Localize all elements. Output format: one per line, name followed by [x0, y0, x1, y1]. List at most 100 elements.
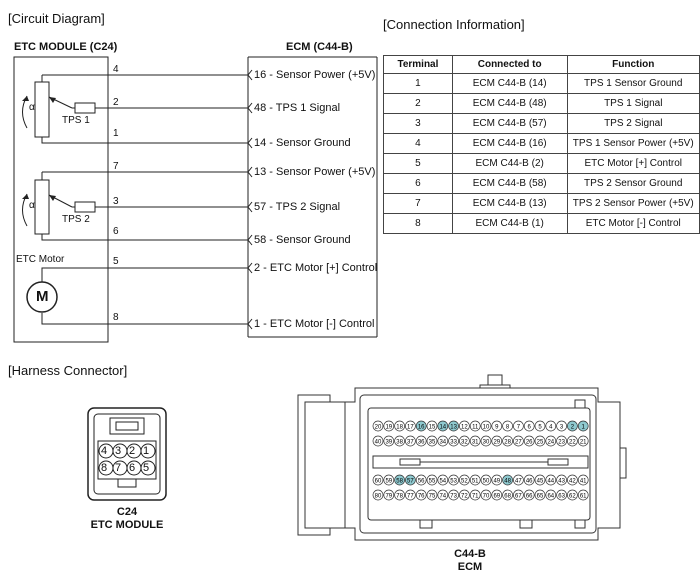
c44b-pin-number: 71: [472, 493, 479, 499]
c44b-pin: [394, 435, 405, 447]
c44b-pin-number: 5: [538, 424, 542, 430]
c44b-pin: [426, 435, 438, 447]
table-cell: ETC Motor [-] Control: [566, 213, 700, 234]
c44b-pin-number: 63: [558, 493, 565, 499]
alpha-1: α: [29, 102, 35, 113]
c44b-pin-number: 15: [429, 424, 436, 430]
c44b-pin: [513, 435, 524, 447]
c44b-pin-number: 40: [375, 439, 382, 445]
c44b-pin: [556, 489, 567, 501]
c44b-pin-number: 7: [517, 424, 521, 430]
c44b-pin-number: 13: [450, 424, 457, 430]
c24-pin: 3: [115, 445, 122, 457]
c44b-pin-number: 24: [547, 439, 554, 445]
c44b-pin-number: 60: [375, 478, 382, 484]
table-cell: 4: [383, 133, 453, 154]
c44b-pin-number: 64: [547, 493, 554, 499]
c44b-pin-number: 16: [418, 424, 425, 430]
c24-pin: 7: [115, 462, 122, 474]
table-cell: ECM C44-B (57): [451, 113, 568, 134]
c44b-pin-number: 74: [439, 493, 446, 499]
wire-pin: 3: [113, 196, 119, 207]
ecm-terminal-label: 2 - ETC Motor [+] Control: [254, 262, 378, 274]
c24-caption: C24: [116, 506, 138, 518]
c44b-pin: [480, 474, 492, 486]
circuit-section-title: [Circuit Diagram]: [8, 11, 105, 26]
c44b-pin-number: 9: [495, 424, 499, 430]
c44b-pin: [523, 474, 535, 486]
c44b-pin-number: 37: [407, 439, 414, 445]
c44b-pin-number: 6: [528, 424, 532, 430]
column-header: Function: [566, 55, 700, 74]
table-cell: TPS 1 Sensor Power (+5V): [566, 133, 700, 154]
c44b-pin: [491, 420, 503, 432]
c44b-pin: [437, 489, 449, 501]
c44b-pin-number: 2: [571, 424, 575, 430]
c44b-pin-number: 25: [537, 439, 544, 445]
c44b-pin-number: 67: [515, 493, 522, 499]
c44b-pin: [567, 489, 578, 501]
c44b-pin: [556, 474, 567, 486]
c44b-pin-number: 58: [396, 478, 403, 484]
c44b-pin-number: 44: [547, 478, 554, 484]
c44b-pin-number: 79: [385, 493, 392, 499]
c44b-pin: [405, 489, 416, 501]
c24-pin: 1: [143, 445, 150, 457]
c44b-pin: [480, 420, 492, 432]
table-cell: TPS 2 Sensor Ground: [566, 173, 700, 194]
c44b-pin-number: 46: [526, 478, 533, 484]
c44b-pin: [426, 474, 438, 486]
c44b-pin: [513, 474, 524, 486]
wire-pin: 8: [113, 312, 119, 323]
c44b-connector-body: [297, 374, 627, 541]
c44b-pin-number: 80: [375, 493, 382, 499]
c44b-pin: [545, 420, 557, 432]
c44b-pin: [405, 435, 416, 447]
c44b-pin: [372, 489, 384, 501]
c44b-pin-number: 73: [450, 493, 457, 499]
c44b-pin: [491, 435, 503, 447]
ecm-terminal-label: 57 - TPS 2 Signal: [254, 201, 341, 213]
c44b-pin-number: 62: [569, 493, 576, 499]
wire-pin: 7: [113, 161, 119, 172]
c44b-pin-number: 68: [504, 493, 511, 499]
c44b-pin-number: 38: [396, 439, 403, 445]
c44b-pin-number: 30: [483, 439, 490, 445]
wire-pin: 6: [113, 226, 119, 237]
c44b-pin: [372, 435, 384, 447]
tps1-label: TPS 1: [62, 115, 90, 126]
c44b-pin: [523, 420, 535, 432]
c44b-pin-number: 66: [526, 493, 533, 499]
c44b-pin: [469, 489, 481, 501]
c44b-pin-number: 23: [558, 439, 565, 445]
c44b-pin-number: 17: [407, 424, 414, 430]
c44b-pin: [545, 474, 557, 486]
c44b-pin-number: 28: [504, 439, 511, 445]
c44b-pin-number: 45: [537, 478, 544, 484]
table-cell: 7: [383, 193, 453, 214]
c44b-pin: [567, 435, 578, 447]
c44b-pin: [545, 489, 557, 501]
c44b-pin-number: 54: [439, 478, 446, 484]
c44b-pin: [394, 489, 405, 501]
c44b-pin: [577, 489, 589, 501]
c44b-pin: [415, 420, 427, 432]
c24-connector-graphic: [87, 407, 167, 501]
c44b-pin-number: 22: [569, 439, 576, 445]
c44b-pin-number: 31: [472, 439, 479, 445]
c44b-pin-number: 49: [493, 478, 500, 484]
table-cell: 2: [383, 93, 453, 114]
harness-section-title: [Harness Connector]: [8, 363, 128, 378]
c44b-pin: [577, 435, 589, 447]
c44b-pin-number: 19: [385, 424, 392, 430]
c44b-pin-number: 1: [582, 424, 586, 430]
table-cell: 5: [383, 153, 453, 174]
c44b-pin: [448, 474, 459, 486]
c44b-pin-number: 55: [429, 478, 436, 484]
c44b-pin-number: 77: [407, 493, 414, 499]
c44b-pin: [383, 420, 395, 432]
c44b-pin: [372, 420, 384, 432]
c44b-pin-number: 76: [418, 493, 425, 499]
